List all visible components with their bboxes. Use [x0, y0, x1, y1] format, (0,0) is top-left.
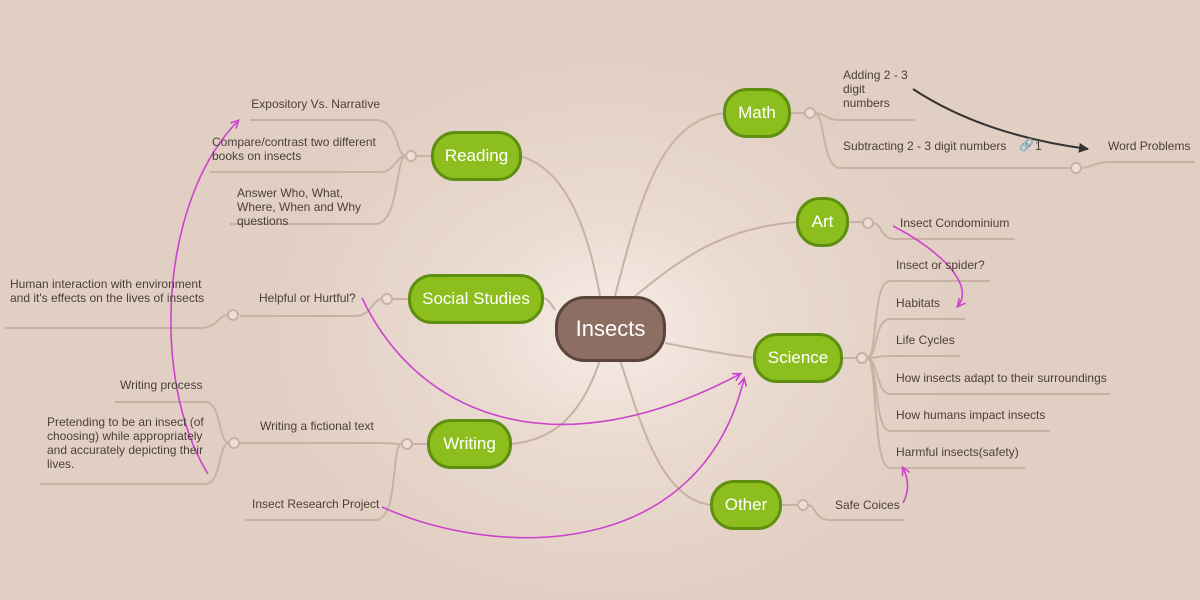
leaf-insect-condominium[interactable]: Insect Condominium	[900, 216, 1010, 230]
branch-writing[interactable]: Writing	[427, 419, 512, 469]
connector-reading	[519, 155, 601, 297]
relationship-adding-to-word-problems	[912, 88, 1089, 153]
leaf-adapt[interactable]: How insects adapt to their surroundings	[896, 371, 1107, 385]
leaf-human-impact[interactable]: How humans impact insects	[896, 408, 1046, 422]
leaf-harmful-insects[interactable]: Harmful insects(safety)	[896, 445, 1019, 459]
branch-science[interactable]: Science	[753, 333, 843, 383]
leaf-research-project[interactable]: Insect Research Project	[252, 497, 380, 511]
leaf-word-problems[interactable]: Word Problems	[1108, 139, 1191, 153]
branch-math[interactable]: Math	[723, 88, 791, 138]
leaf-writing-process[interactable]: Writing process	[120, 378, 203, 392]
branch-reading[interactable]: Reading	[431, 131, 522, 181]
connector-writing	[511, 359, 601, 445]
relationship-helpful-to-science	[361, 297, 740, 426]
leaf-life-cycles[interactable]: Life Cycles	[896, 333, 955, 347]
leaf-answer-questions[interactable]: Answer Who, What, Where, When and Why qu…	[237, 186, 362, 228]
leaf-adding[interactable]: Adding 2 - 3 digit numbers	[843, 68, 908, 110]
branch-art[interactable]: Art	[796, 197, 849, 247]
branch-social-studies[interactable]: Social Studies	[408, 274, 544, 324]
leaf-expository[interactable]: Expository Vs. Narrative	[251, 97, 380, 111]
connector-art	[634, 221, 798, 297]
leaf-human-interaction[interactable]: Human interaction with environment and i…	[10, 277, 205, 305]
connector-math	[614, 112, 726, 297]
relationship-writing-process-to-expository	[170, 121, 238, 475]
connector-science	[664, 342, 756, 359]
relationship-condo-to-habitats	[892, 225, 962, 306]
leaf-pretending[interactable]: Pretending to be an insect (of choosing)…	[47, 415, 204, 471]
leaf-subtracting[interactable]: Subtracting 2 - 3 digit numbers	[843, 139, 1007, 153]
connector-social	[542, 297, 556, 311]
link-count: 1	[1035, 139, 1042, 153]
branch-other[interactable]: Other	[710, 480, 782, 530]
leaf-compare-contrast[interactable]: Compare/contrast two different books on …	[212, 135, 376, 163]
relationship-safe-to-harmful	[903, 468, 908, 504]
link-icon[interactable]: 🔗	[1019, 138, 1034, 152]
relationship-research-to-science	[381, 379, 744, 539]
leaf-safe-choices[interactable]: Safe Coices	[835, 498, 900, 512]
connector-other	[619, 359, 713, 506]
leaf-helpful-hurtful[interactable]: Helpful or Hurtful?	[259, 291, 356, 305]
leaf-fictional-text[interactable]: Writing a fictional text	[260, 419, 374, 433]
leaf-insect-or-spider[interactable]: Insect or spider?	[896, 258, 985, 272]
leaf-habitats[interactable]: Habitats	[896, 296, 941, 310]
central-topic-insects[interactable]: Insects	[555, 296, 666, 362]
